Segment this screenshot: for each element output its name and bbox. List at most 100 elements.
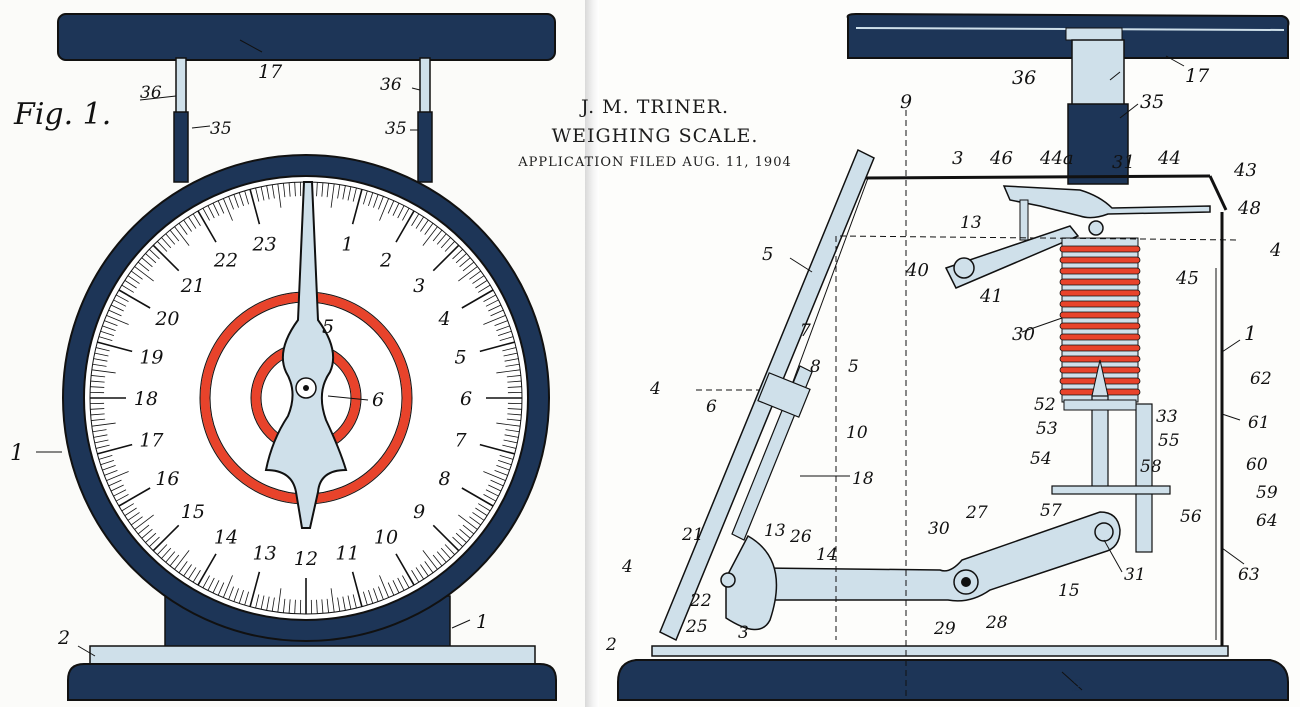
dial-minor-tick [137, 524, 150, 535]
dial-minor-tick [222, 575, 233, 598]
dial-major-tick [351, 571, 363, 607]
dial-minor-tick [330, 183, 335, 208]
dial-minor-tick [100, 330, 115, 336]
dial-minor-tick [432, 554, 443, 567]
dial-minor-tick [271, 597, 275, 612]
dial-minor-tick [98, 336, 113, 342]
dial-number: 23 [251, 233, 276, 255]
dial-minor-tick [91, 422, 116, 427]
dial-minor-tick [91, 375, 106, 378]
collar-52 [1063, 399, 1137, 411]
pointer-pin [303, 385, 309, 391]
dial-minor-tick [228, 196, 234, 210]
platform-top [57, 13, 556, 61]
dial-minor-tick [169, 554, 180, 567]
dial-minor-tick [192, 213, 201, 226]
dial-minor-tick [379, 198, 390, 221]
dial-minor-tick [452, 536, 463, 547]
dial-minor-tick [347, 595, 352, 610]
dial-minor-tick [92, 429, 107, 433]
rref-22: 22 [689, 591, 712, 611]
spring-coil [1059, 300, 1141, 308]
quadrant-26 [725, 534, 778, 631]
dial-minor-tick [161, 547, 172, 559]
dial-minor-tick [424, 223, 434, 235]
dial-number: 10 [374, 527, 398, 549]
rref-44: 44 [1157, 148, 1181, 169]
dial-minor-tick [165, 233, 176, 245]
dial-minor-tick [110, 484, 124, 492]
dial-minor-tick [496, 369, 521, 374]
ref-2: 2 [57, 627, 70, 649]
dial-minor-tick [392, 580, 400, 594]
dial-minor-tick [145, 253, 157, 264]
dial-minor-tick [157, 544, 168, 555]
dial-minor-tick [288, 182, 291, 197]
dial-minor-tick [452, 249, 463, 260]
dial-minor-tick [373, 194, 379, 208]
rref-48: 48 [1237, 198, 1261, 219]
dial-major-tick [197, 553, 217, 586]
rref-15: 15 [1058, 581, 1080, 601]
rref-61: 61 [1248, 413, 1270, 433]
rref-26: 26 [789, 527, 812, 547]
rref-10: 10 [846, 423, 868, 443]
dial-number: 12 [294, 548, 318, 570]
dial-minor-tick [330, 588, 335, 613]
dial-minor-tick [506, 418, 521, 421]
filing-date: APPLICATION FILED AUG. 11, 1904 [518, 155, 792, 170]
dial-minor-tick [337, 597, 341, 612]
rref-31a: 31 [1112, 152, 1135, 173]
leader-r61 [1221, 413, 1241, 421]
dial-minor-tick [124, 280, 137, 289]
dial-number: 5 [455, 347, 467, 369]
dial-minor-tick [137, 261, 150, 272]
rref-2b: 2 [1071, 677, 1083, 697]
dial-minor-tick [496, 422, 521, 427]
dial-minor-tick [507, 408, 522, 410]
dial-minor-tick [102, 325, 116, 331]
dial-number: 22 [213, 249, 238, 271]
rref-56: 56 [1180, 507, 1202, 527]
rref-1: 1 [1244, 321, 1257, 345]
rref-43: 43 [1233, 160, 1257, 181]
dial-minor-tick [392, 202, 400, 216]
leader-r31b [1103, 539, 1123, 573]
dial-minor-tick [458, 266, 478, 282]
dial-minor-tick [455, 253, 467, 264]
dial-minor-tick [373, 588, 379, 602]
dial-major-tick [249, 571, 261, 607]
dial-minor-tick [485, 489, 499, 497]
rref-13a: 13 [960, 213, 982, 233]
dial-minor-tick [337, 184, 341, 199]
dial-minor-tick [93, 358, 108, 362]
dial-minor-tick [134, 514, 154, 530]
section-base-foot [617, 659, 1289, 701]
dial-minor-tick [402, 575, 410, 589]
dial-minor-tick [115, 494, 129, 502]
dial-major-tick [479, 443, 515, 455]
dial-minor-tick [494, 470, 508, 476]
casing-top-bend [1208, 175, 1228, 211]
dial-minor-tick [347, 186, 352, 201]
dial-minor-tick [131, 516, 143, 526]
dial-minor-tick [342, 596, 346, 611]
spring-coil [1059, 344, 1141, 352]
leader-35-left [191, 125, 211, 129]
dial-number: 13 [252, 543, 276, 565]
hub-8 [757, 372, 811, 418]
dial-number: 17 [139, 429, 164, 451]
ref-35-right: 35 [385, 119, 407, 139]
column-36 [1071, 39, 1125, 107]
dial-minor-tick [362, 190, 368, 205]
dial-minor-tick [165, 551, 176, 563]
dial-minor-tick [141, 257, 153, 268]
dial-minor-tick [387, 582, 395, 596]
rref-4b: 4 [649, 379, 661, 399]
ref-36-left: 36 [140, 83, 162, 103]
dial-number: 6 [460, 388, 472, 410]
dial-minor-tick [387, 200, 395, 214]
dial-minor-tick [108, 309, 122, 317]
